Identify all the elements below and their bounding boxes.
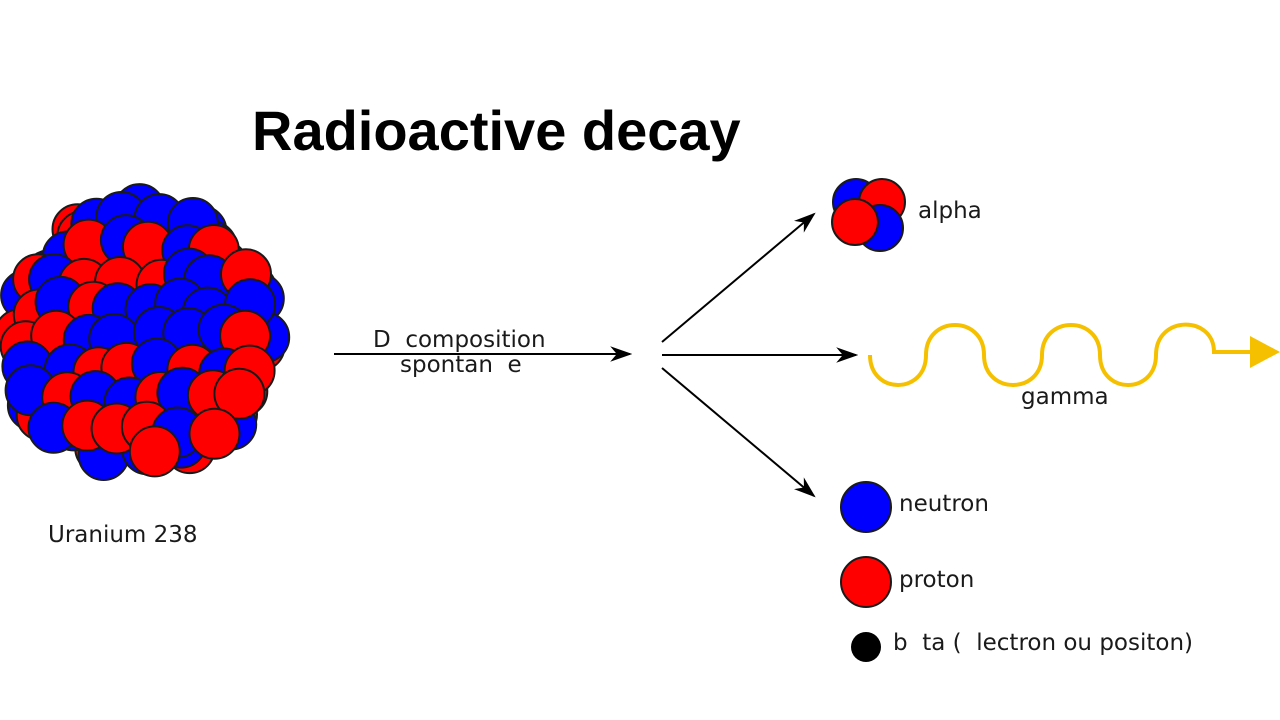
uranium-label: Uranium 238 xyxy=(48,522,198,548)
gamma-arrowhead xyxy=(1250,336,1280,368)
gamma-ray xyxy=(868,322,1280,387)
gamma-wave xyxy=(868,322,1252,387)
alpha-label: alpha xyxy=(918,198,982,224)
decay-arrow-label-line1: D composition xyxy=(373,327,546,353)
gamma-label: gamma xyxy=(1021,384,1109,410)
page-title: Radioactive decay xyxy=(252,99,741,162)
nucleus-proton xyxy=(128,425,181,478)
particle-arrow xyxy=(661,367,816,498)
uranium-nucleus xyxy=(0,183,291,481)
proton-legend-icon xyxy=(840,556,892,608)
alpha-arrow xyxy=(661,212,816,343)
alpha-proton xyxy=(831,198,879,246)
neutron-label: neutron xyxy=(899,491,989,517)
beta-label: b ta ( lectron ou positon) xyxy=(893,630,1193,656)
nucleus-proton xyxy=(188,407,241,460)
decay-arrow-label-line2: spontan e xyxy=(400,352,522,378)
nucleus-proton xyxy=(213,367,266,420)
beta-legend-icon xyxy=(851,632,881,662)
proton-label: proton xyxy=(899,567,975,593)
alpha-particle xyxy=(831,178,906,252)
neutron-legend-icon xyxy=(840,481,892,533)
